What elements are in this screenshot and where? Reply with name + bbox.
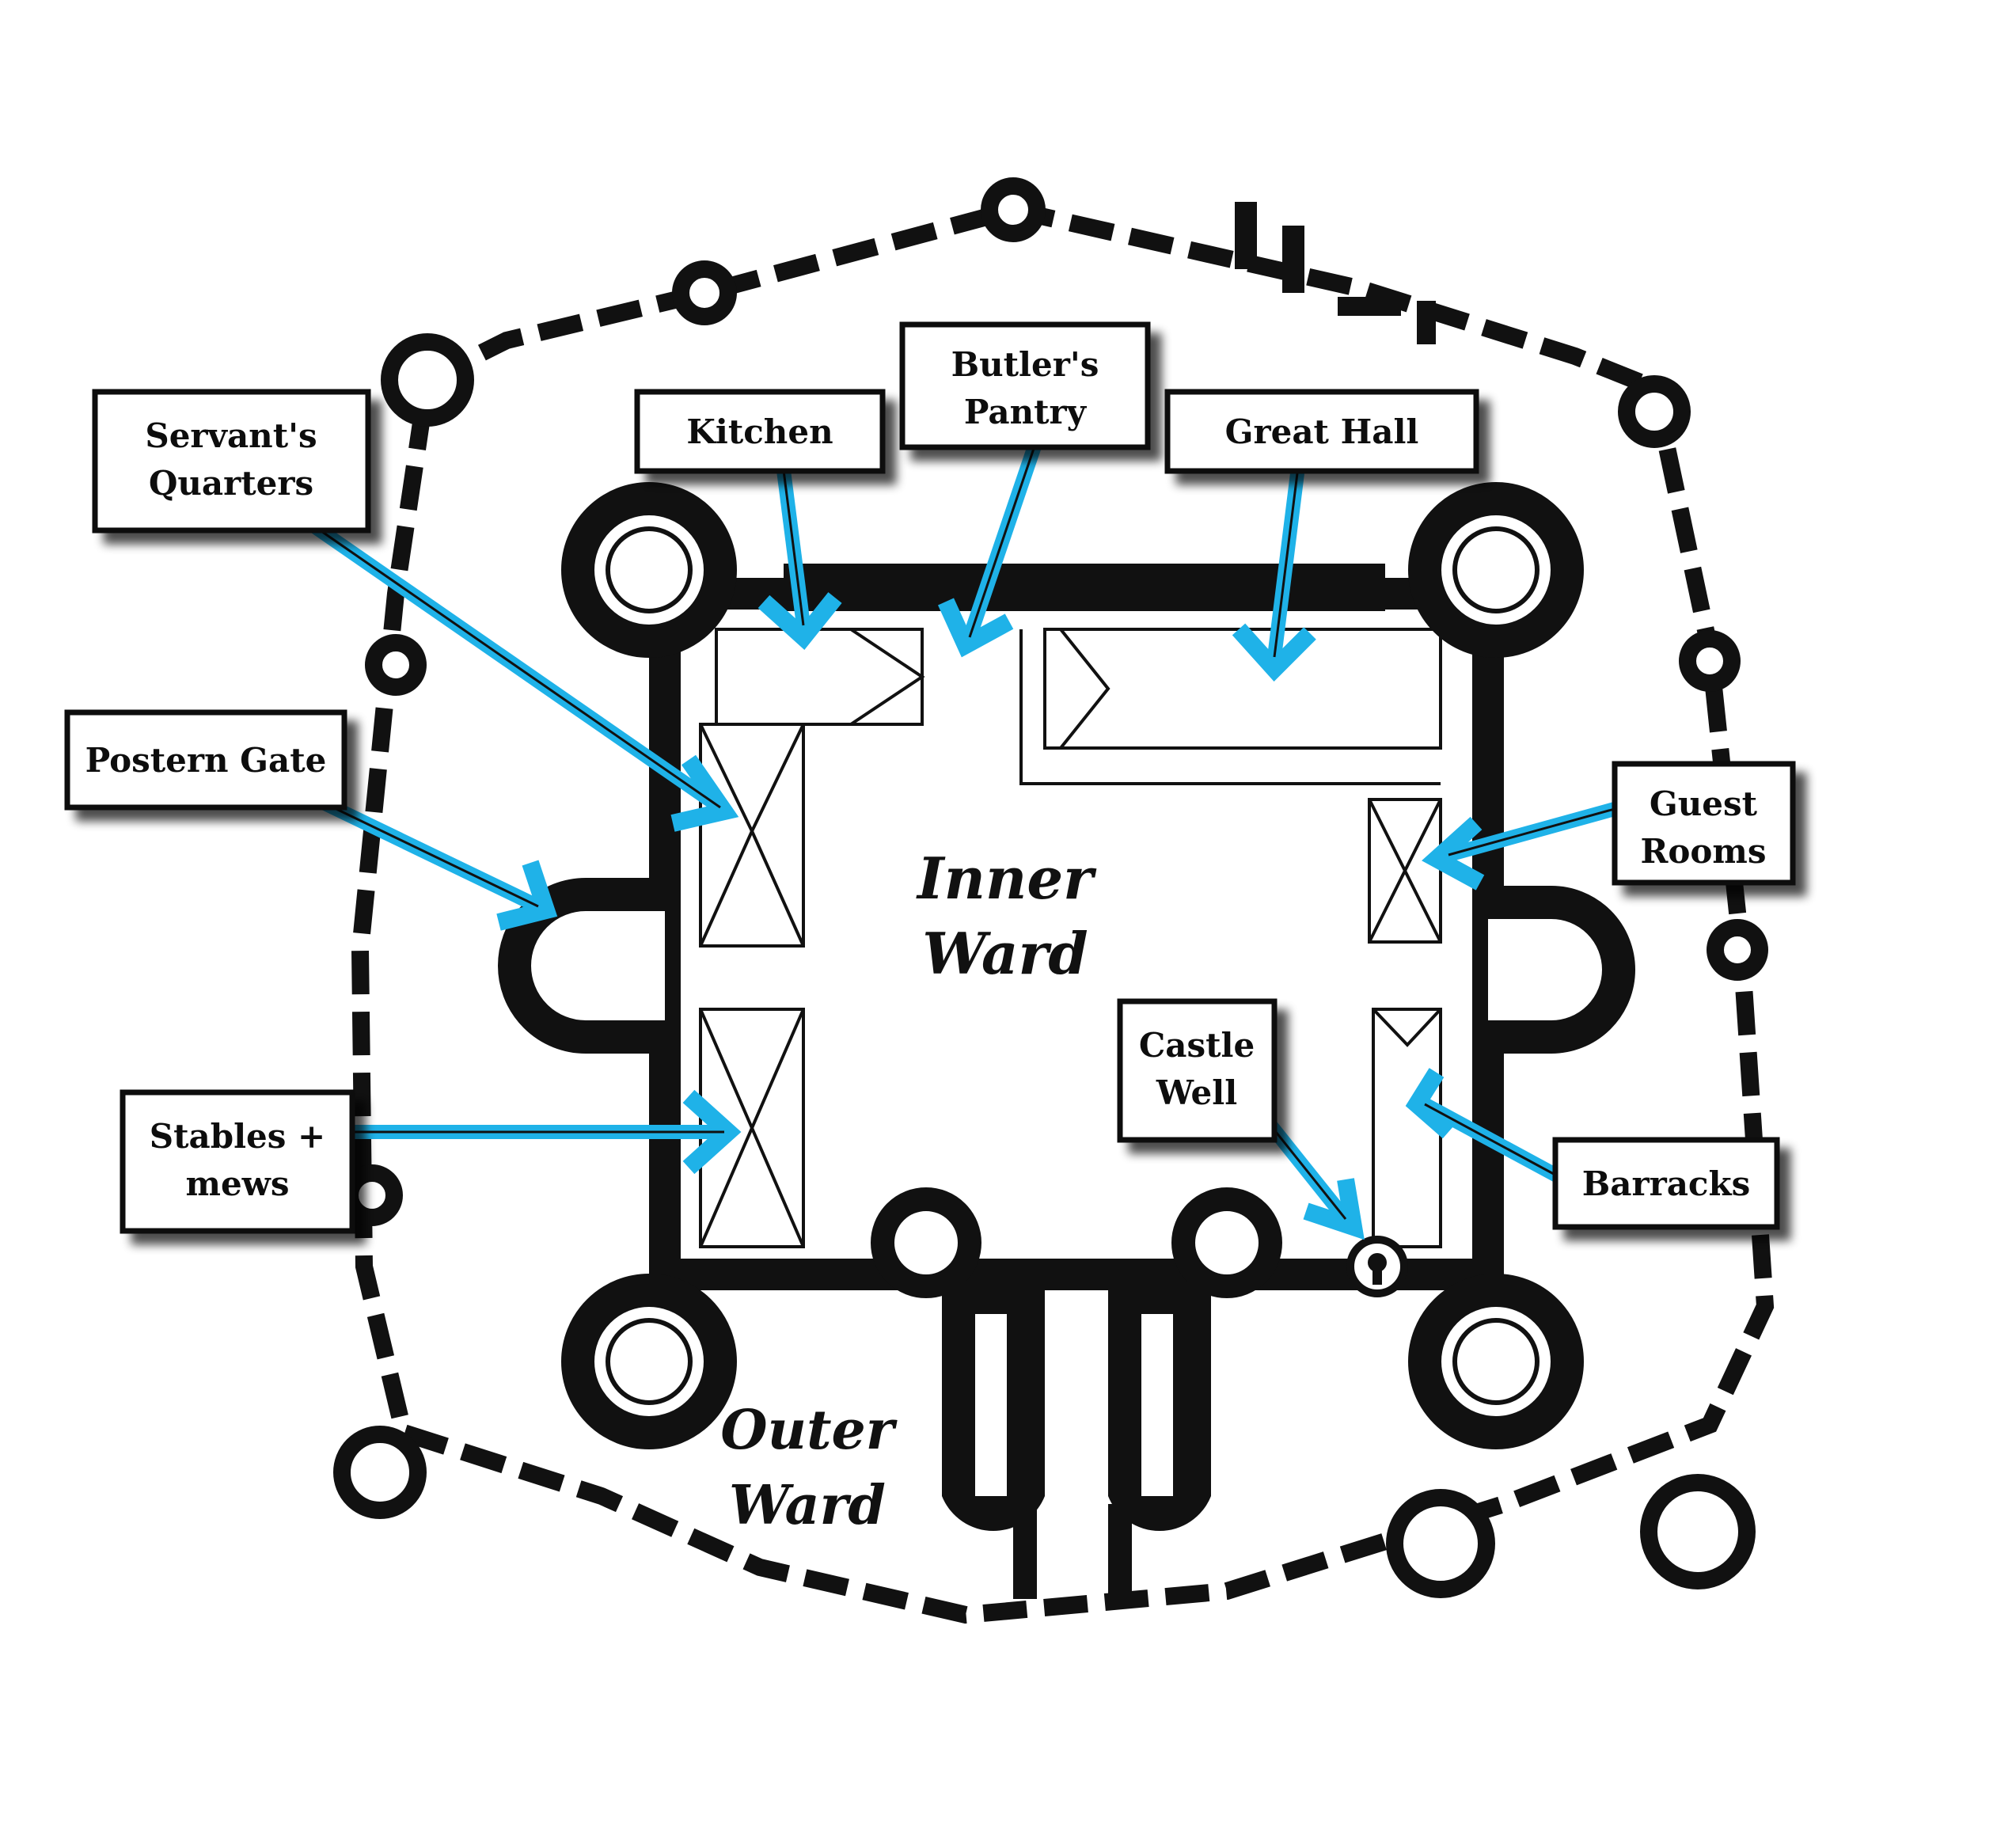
svg-text:Castle: Castle bbox=[1139, 1026, 1255, 1065]
svg-text:Ward: Ward bbox=[922, 920, 1088, 987]
svg-text:Barracks: Barracks bbox=[1582, 1164, 1751, 1203]
castle-well bbox=[1346, 1236, 1408, 1297]
label-barracks: Barracks bbox=[1552, 1137, 1780, 1230]
side-towers bbox=[498, 878, 1635, 1054]
inner-tower-cores bbox=[606, 526, 1540, 1405]
label-great-hall: Great Hall bbox=[1164, 389, 1479, 474]
inner-buildings bbox=[699, 628, 1442, 1248]
outer-ward-label: Outer Ward bbox=[720, 1399, 897, 1537]
svg-text:Great Hall: Great Hall bbox=[1225, 412, 1419, 451]
svg-text:Inner: Inner bbox=[916, 845, 1097, 912]
north-wall-thick bbox=[784, 564, 1385, 611]
svg-text:Outer: Outer bbox=[720, 1399, 897, 1462]
arrow-butlers-pantry bbox=[937, 437, 1044, 658]
label-postern-gate: Postern Gate bbox=[64, 709, 347, 811]
svg-text:mews: mews bbox=[186, 1164, 290, 1203]
northeast-gate-ruins bbox=[1235, 202, 1436, 344]
label-butlers-pantry: Butler's Pantry bbox=[899, 321, 1151, 450]
inner-ward-label: Inner Ward bbox=[916, 845, 1097, 987]
callout-arrow-inner-lines bbox=[308, 439, 1635, 1220]
svg-text:Ward: Ward bbox=[729, 1474, 886, 1537]
label-kitchen: Kitchen bbox=[634, 389, 886, 474]
label-stables-mews: Stables + mews bbox=[120, 1089, 355, 1234]
outer-towers bbox=[333, 177, 1768, 1598]
south-gatehouse bbox=[871, 1187, 1282, 1599]
arrow-guest-rooms bbox=[1422, 796, 1637, 891]
svg-text:Butler's: Butler's bbox=[951, 345, 1099, 384]
svg-text:Kitchen: Kitchen bbox=[686, 412, 833, 451]
svg-text:Well: Well bbox=[1156, 1073, 1237, 1112]
svg-text:Postern Gate: Postern Gate bbox=[85, 741, 327, 780]
label-servants-quarters: Servant's Quarters bbox=[92, 389, 371, 534]
label-castle-well: Castle Well bbox=[1117, 998, 1278, 1143]
svg-text:Servant's: Servant's bbox=[145, 416, 317, 455]
svg-text:Rooms: Rooms bbox=[1640, 832, 1766, 871]
outer-curtain-wall bbox=[351, 200, 1775, 1624]
svg-text:Stables +: Stables + bbox=[150, 1117, 325, 1156]
label-guest-rooms: Guest Rooms bbox=[1612, 761, 1796, 886]
arrow-postern-gate bbox=[313, 792, 558, 931]
svg-text:Guest: Guest bbox=[1650, 784, 1758, 823]
svg-text:Quarters: Quarters bbox=[149, 464, 313, 503]
svg-text:Pantry: Pantry bbox=[964, 393, 1088, 431]
